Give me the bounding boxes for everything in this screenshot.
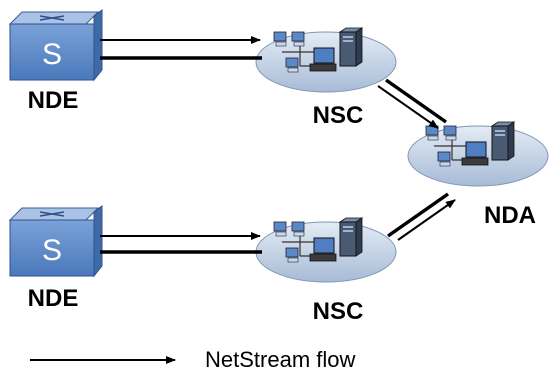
nde-top-label: NDE — [28, 87, 79, 114]
nsc-bottom-label: NSC — [313, 298, 364, 325]
legend: NetStream flow — [30, 347, 355, 372]
nde-bottom-label: NDE — [28, 285, 79, 312]
nsc-top-node: NSC — [255, 27, 397, 129]
nda-label: NDA — [484, 202, 536, 229]
flow-arrow — [397, 199, 456, 241]
nsc-bottom-node: NSC — [255, 217, 397, 325]
server-cluster-icon — [407, 121, 549, 187]
server-cluster-icon — [255, 217, 397, 283]
switch-icon — [9, 9, 103, 81]
nsc-top-label: NSC — [313, 102, 364, 129]
flow-line — [384, 78, 448, 124]
nde-top-node: NDE — [9, 9, 103, 114]
flow-arrow — [377, 85, 439, 129]
flow-line — [386, 192, 450, 238]
legend-label: NetStream flow — [205, 347, 355, 372]
nda-node: NDA — [407, 121, 549, 229]
nde-bottom-node: NDE — [9, 205, 103, 312]
switch-icon — [9, 205, 103, 277]
server-cluster-icon — [255, 27, 397, 93]
